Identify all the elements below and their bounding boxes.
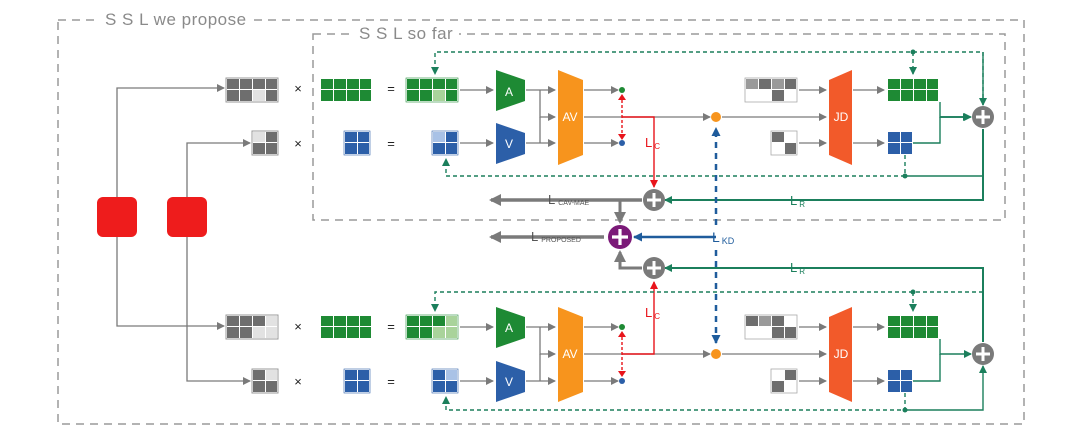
audio-token-dot-bottom <box>619 324 625 330</box>
audio-encoder-top <box>496 70 525 111</box>
recon-to-sum-links <box>913 102 972 382</box>
multiply-sign-2: × <box>294 136 302 151</box>
video-mask-grid-bottom <box>251 368 279 394</box>
audio-encoder-bottom <box>496 307 525 348</box>
video-encoder-bottom <box>496 361 525 402</box>
decoder-video-mask-top <box>770 130 798 156</box>
audio-masking-box <box>97 197 137 237</box>
joint-encoder-label-bottom: AV <box>562 347 577 361</box>
video-input-grid-top <box>343 130 371 156</box>
contrastive-links <box>618 94 658 377</box>
bottom-feedback-dot <box>910 289 916 295</box>
joint-encoder-top <box>558 70 583 165</box>
top-recon-dot <box>902 173 908 179</box>
audio-reconstruction-bottom <box>887 315 939 339</box>
decoder-audio-mask-top <box>744 77 798 103</box>
multiply-sign-1: × <box>294 81 302 96</box>
joint-token-dot-top <box>711 112 721 122</box>
equals-sign-1: = <box>387 81 395 96</box>
joint-decoder-label-top: JD <box>834 110 849 124</box>
video-token-dot-bottom <box>619 378 625 384</box>
joint-encoder-label-top: AV <box>562 110 577 124</box>
loss-output-arrows <box>489 194 642 270</box>
audio-encoder-label-top: A <box>505 85 513 99</box>
video-reconstruction-bottom <box>887 369 913 393</box>
video-masking-box <box>167 197 207 237</box>
inner-frame-title: S S L so far <box>353 24 460 44</box>
equals-sign-4: = <box>387 374 395 389</box>
multiply-sign-3: × <box>294 319 302 334</box>
equals-sign-2: = <box>387 136 395 151</box>
video-reconstruction-top <box>887 131 913 155</box>
audio-mask-grid-bottom <box>225 314 279 340</box>
outer-frame-title: S S L we propose <box>99 10 253 30</box>
equals-sign-3: = <box>387 319 395 334</box>
audio-input-grid-top <box>320 78 372 102</box>
joint-decoder-top <box>829 70 852 165</box>
audio-encoder-label-bottom: A <box>505 321 513 335</box>
outer-frame <box>57 19 1025 425</box>
recon-sum-node-top <box>972 106 994 128</box>
joint-decoder-bottom <box>829 307 852 402</box>
video-encoder-label-top: V <box>505 137 513 151</box>
joint-encoder-bottom <box>558 307 583 402</box>
video-input-grid-bottom <box>343 368 371 394</box>
top-feedback-dot <box>910 49 916 55</box>
audio-mask-grid-top <box>225 77 279 103</box>
audio-reconstruction-top <box>887 78 939 102</box>
encoder-input-arrows <box>460 86 494 385</box>
video-masked-grid-top <box>431 130 459 156</box>
decoder-input-arrows <box>722 86 885 385</box>
decoder-audio-mask-bottom <box>744 314 798 340</box>
joint-token-dot-bottom <box>711 349 721 359</box>
bottom-recon-dot <box>902 407 908 413</box>
video-token-dot-top <box>619 140 625 146</box>
inner-frame <box>312 33 1006 221</box>
audio-masked-grid-bottom <box>405 314 459 340</box>
kd-links <box>633 127 721 344</box>
audio-masked-grid-top <box>405 77 459 103</box>
recon-sum-node-bottom <box>972 343 994 365</box>
audio-token-dot-top <box>619 87 625 93</box>
cav-mae-sum-node <box>643 189 665 211</box>
encoder-to-joint-arrows <box>526 86 556 385</box>
video-encoder-label-bottom: V <box>505 375 513 389</box>
joint-decoder-label-bottom: JD <box>834 347 849 361</box>
multiply-sign-4: × <box>294 374 302 389</box>
reconstruction-links <box>431 51 987 411</box>
video-masked-grid-bottom <box>431 368 459 394</box>
bottom-sum-node <box>643 257 665 279</box>
mask-branch-lines <box>116 84 251 385</box>
audio-input-grid-bottom <box>320 315 372 339</box>
proposed-sum-node <box>608 225 632 249</box>
video-encoder-top <box>496 123 525 164</box>
decoder-video-mask-bottom <box>770 368 798 394</box>
video-mask-grid-top <box>251 130 279 156</box>
